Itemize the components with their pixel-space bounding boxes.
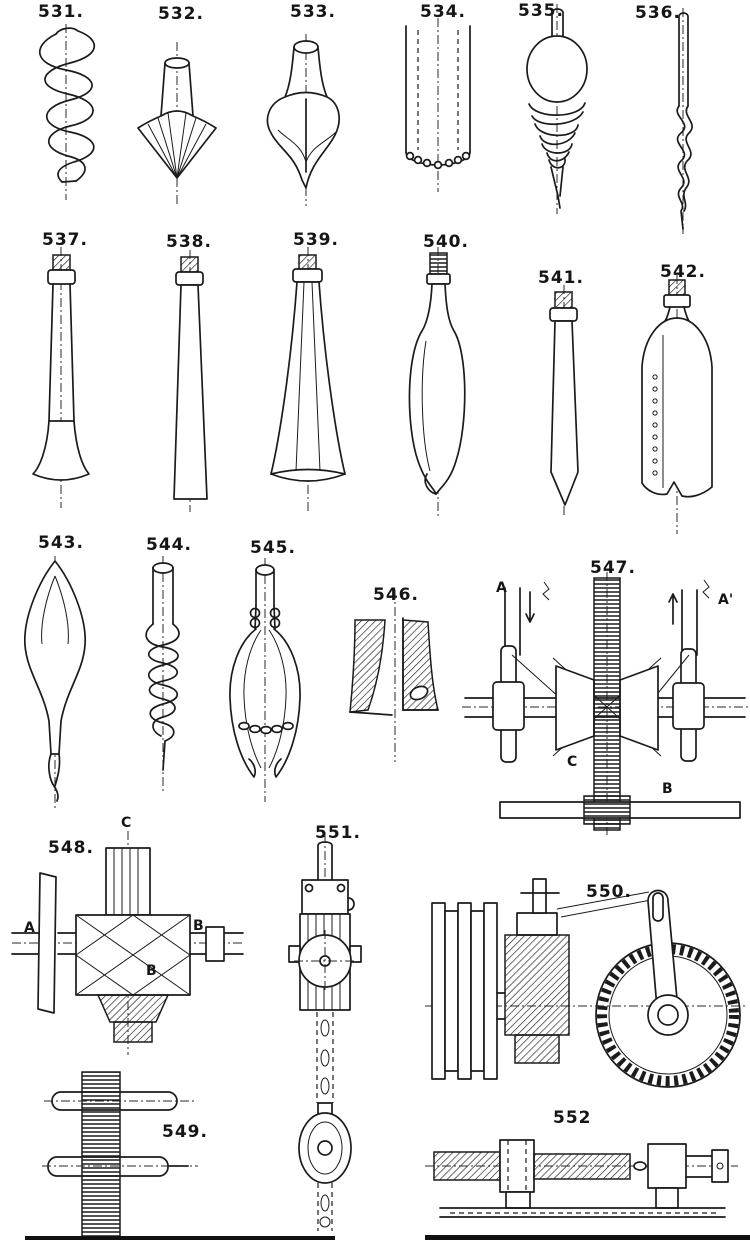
- figure-536-label: 536.: [635, 3, 681, 23]
- figure-531-label: 531.: [38, 2, 84, 22]
- figure-551: 551.: [270, 818, 380, 1241]
- figure-548-annotation-c: C: [121, 815, 132, 831]
- figure-547-drawing: [462, 572, 748, 835]
- figure-539: 539.: [260, 225, 360, 520]
- figure-547-annotation-a-prime: A': [718, 592, 734, 608]
- figure-534-drawing: [405, 18, 471, 192]
- figure-549-drawing: [42, 1071, 198, 1239]
- figure-547-label: 547.: [590, 558, 636, 578]
- figure-543-label: 543.: [38, 533, 84, 553]
- figure-550: 550.: [425, 865, 745, 1095]
- figure-545-label: 545.: [250, 538, 296, 558]
- figure-548-label: 548.: [48, 838, 94, 858]
- figure-538: 538.: [150, 225, 245, 520]
- figure-531-drawing: [38, 24, 96, 200]
- figure-551-drawing: [288, 834, 362, 1231]
- figure-542-drawing: [641, 275, 713, 534]
- figure-547-annotation-c: C: [567, 754, 578, 770]
- figure-544-drawing: [145, 556, 180, 792]
- figure-548: 548. C A B B: [10, 815, 245, 1065]
- figure-536-drawing: [676, 8, 693, 234]
- figure-547: 547. A A' C B: [460, 550, 750, 840]
- figure-541: 541.: [525, 260, 615, 520]
- figure-542-label: 542.: [660, 262, 706, 282]
- scan-artifact-bottom-right: [425, 1235, 750, 1240]
- figure-533-drawing: [266, 34, 340, 206]
- figure-532-drawing: [137, 42, 217, 205]
- figure-533: 533.: [250, 0, 360, 215]
- figure-548-annotation-a: A: [24, 920, 35, 936]
- figure-544: 544.: [125, 528, 215, 798]
- figure-537: 537.: [25, 225, 120, 515]
- figure-548-annotation-b2: B: [146, 963, 157, 979]
- figure-546: 546.: [340, 578, 455, 768]
- figure-552-label: 552: [553, 1108, 592, 1128]
- figure-536: 536.: [625, 0, 725, 240]
- figure-534: 534.: [390, 0, 490, 215]
- figure-552-drawing: [425, 1139, 738, 1218]
- figure-552: 552: [420, 1100, 745, 1241]
- figure-540-drawing: [408, 247, 466, 517]
- figure-546-drawing: [349, 590, 439, 762]
- figure-542: 542.: [630, 255, 730, 540]
- figure-549: 549.: [40, 1070, 220, 1241]
- figure-535: 535.: [505, 0, 610, 220]
- figure-533-label: 533.: [290, 2, 336, 22]
- scan-artifact-bottom-left: [25, 1236, 335, 1240]
- figure-544-label: 544.: [146, 535, 192, 555]
- figure-550-drawing: [425, 878, 745, 1088]
- figure-540: 540.: [395, 225, 490, 525]
- figure-543: 543.: [15, 528, 110, 813]
- figure-545-drawing: [229, 558, 301, 802]
- figure-547-annotation-a: A: [496, 580, 507, 596]
- figure-549-label: 549.: [162, 1122, 208, 1142]
- figure-537-drawing: [32, 247, 90, 508]
- figure-545: 545.: [215, 530, 320, 810]
- figure-539-label: 539.: [293, 230, 339, 250]
- figure-541-drawing: [549, 285, 579, 515]
- figure-534-label: 534.: [420, 2, 466, 22]
- figure-551-label: 551.: [315, 823, 361, 843]
- figure-543-drawing: [24, 556, 86, 808]
- figure-535-drawing: [526, 4, 588, 214]
- figure-548-drawing: [11, 831, 244, 1055]
- figure-541-label: 541.: [538, 268, 584, 288]
- figure-538-drawing: [173, 250, 208, 512]
- figure-532: 532.: [125, 0, 230, 215]
- figure-531: 531.: [20, 0, 130, 215]
- figure-540-label: 540.: [423, 232, 469, 252]
- figure-532-label: 532.: [158, 4, 204, 24]
- figure-537-label: 537.: [42, 230, 88, 250]
- figure-547-annotation-b: B: [662, 781, 673, 797]
- figure-548-annotation-b: B: [193, 918, 204, 934]
- figure-538-label: 538.: [166, 232, 212, 252]
- figure-539-drawing: [270, 247, 346, 514]
